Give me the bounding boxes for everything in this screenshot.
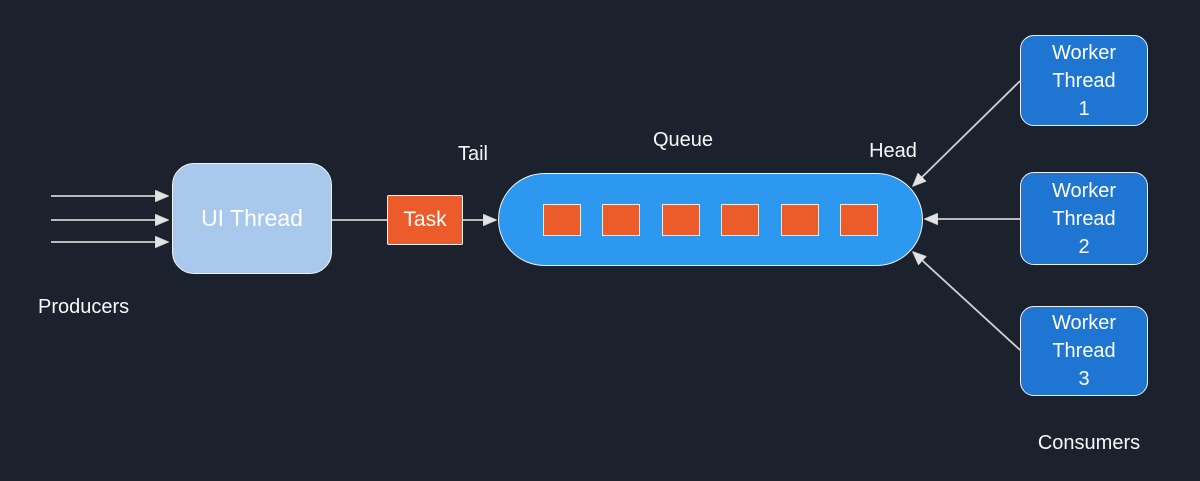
ui-thread-node: UI Thread (172, 163, 332, 274)
task-node: Task (387, 195, 463, 245)
tail-label: Tail (457, 143, 488, 165)
queue-item (602, 203, 641, 236)
queue-node (498, 173, 923, 266)
queue-item (780, 203, 819, 236)
head-label: Head (869, 140, 917, 162)
queue-label: Queue (652, 129, 714, 151)
worker-thread-2-label: Worker Thread 2 (1051, 179, 1117, 258)
queue-item (661, 203, 700, 236)
worker-thread-2-node: Worker Thread 2 (1020, 172, 1148, 265)
consumers-label: Consumers (1037, 432, 1141, 454)
queue-item (543, 203, 581, 236)
queue-item (839, 203, 878, 236)
worker-thread-1-node: Worker Thread 1 (1020, 35, 1148, 126)
ui-thread-label: UI Thread (201, 205, 303, 231)
worker-thread-1-label: Worker Thread 1 (1051, 41, 1117, 120)
task-label: Task (403, 208, 447, 231)
queue-item (721, 203, 760, 236)
worker-thread-3-label: Worker Thread 3 (1051, 312, 1117, 390)
worker1-to-queue-arrow (913, 80, 1021, 186)
worker3-to-queue-arrow (913, 252, 1021, 351)
worker-thread-3-node: Worker Thread 3 (1020, 306, 1148, 396)
producers-label: Producers (38, 296, 130, 318)
